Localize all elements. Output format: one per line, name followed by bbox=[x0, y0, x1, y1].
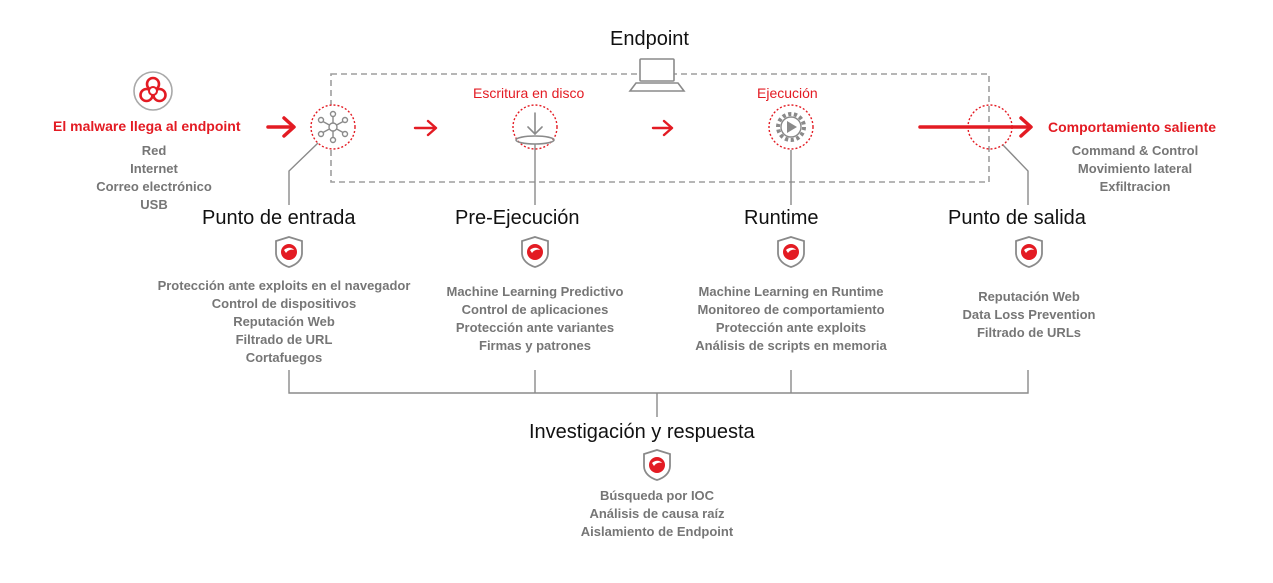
arrow-icon bbox=[266, 116, 296, 138]
feature-item: Protección ante variantes bbox=[455, 320, 615, 335]
disk-write-icon bbox=[512, 104, 558, 150]
shield-icon bbox=[275, 236, 303, 268]
execution-label: Ejecución bbox=[757, 85, 818, 101]
feature-item: Aislamiento de Endpoint bbox=[580, 524, 734, 539]
entry-source-list: Red Internet Correo electrónico USB bbox=[60, 142, 248, 214]
exit-point-features: Reputación Web Data Loss Prevention Filt… bbox=[939, 288, 1119, 342]
shield-icon bbox=[521, 236, 549, 268]
connector-lines bbox=[288, 142, 1029, 417]
feature-item: Filtrado de URL bbox=[235, 332, 333, 347]
feature-item: Filtrado de URLs bbox=[976, 325, 1081, 340]
exit-point-title: Punto de salida bbox=[948, 207, 1086, 229]
shield-icon bbox=[643, 449, 671, 481]
runtime-title: Runtime bbox=[744, 207, 819, 229]
outbound-item: Command & Control bbox=[1071, 143, 1199, 158]
outbound-item: Exfiltracion bbox=[1099, 179, 1171, 194]
feature-item: Control de dispositivos bbox=[211, 296, 357, 311]
outbound-behavior-label: Comportamiento saliente bbox=[1048, 119, 1217, 135]
feature-item: Data Loss Prevention bbox=[962, 307, 1096, 322]
laptop-icon bbox=[628, 58, 686, 92]
feature-item: Reputación Web bbox=[233, 314, 335, 329]
feature-item: Análisis de causa raíz bbox=[589, 506, 725, 521]
entry-point-title: Punto de entrada bbox=[202, 207, 356, 229]
disk-write-label: Escritura en disco bbox=[473, 85, 585, 101]
feature-item: Búsqueda por IOC bbox=[599, 488, 715, 503]
exit-point-icon bbox=[967, 104, 1013, 150]
network-hub-icon bbox=[310, 104, 356, 150]
feature-item: Protección ante exploits en el navegador bbox=[157, 278, 411, 293]
feature-item: Cortafuegos bbox=[245, 350, 323, 365]
arrow-icon bbox=[651, 119, 674, 137]
entry-point-features: Protección ante exploits en el navegador… bbox=[140, 277, 428, 367]
shield-icon bbox=[777, 236, 805, 268]
malware-arrival-label: El malware llega al endpoint bbox=[53, 118, 241, 134]
feature-item: Firmas y patrones bbox=[479, 338, 591, 353]
outbound-list: Command & Control Movimiento lateral Exf… bbox=[1040, 142, 1230, 196]
feature-item: Control de aplicaciones bbox=[461, 302, 609, 317]
entry-source-item: Correo electrónico bbox=[96, 179, 212, 194]
pre-execution-title: Pre-Ejecución bbox=[455, 207, 580, 229]
biohazard-icon bbox=[133, 71, 173, 111]
feature-item: Machine Learning en Runtime bbox=[698, 284, 884, 299]
arrow-icon bbox=[413, 119, 438, 137]
feature-item: Análisis de scripts en memoria bbox=[695, 338, 887, 353]
endpoint-title: Endpoint bbox=[610, 28, 689, 50]
execute-gear-icon bbox=[768, 104, 814, 150]
entry-source-item: Internet bbox=[130, 161, 178, 176]
outbound-item: Movimiento lateral bbox=[1077, 161, 1193, 176]
feature-item: Monitoreo de comportamiento bbox=[697, 302, 885, 317]
feature-item: Machine Learning Predictivo bbox=[446, 284, 624, 299]
entry-source-item: USB bbox=[140, 197, 168, 212]
feature-item: Reputación Web bbox=[978, 289, 1080, 304]
pre-execution-features: Machine Learning Predictivo Control de a… bbox=[425, 283, 645, 355]
outbound-arrow bbox=[918, 116, 1033, 138]
entry-source-item: Red bbox=[141, 143, 167, 158]
feature-item: Protección ante exploits bbox=[715, 320, 867, 335]
shield-icon bbox=[1015, 236, 1043, 268]
runtime-features: Machine Learning en Runtime Monitoreo de… bbox=[676, 283, 906, 355]
investigation-features: Búsqueda por IOC Análisis de causa raíz … bbox=[557, 487, 757, 541]
investigation-title: Investigación y respuesta bbox=[529, 421, 755, 443]
